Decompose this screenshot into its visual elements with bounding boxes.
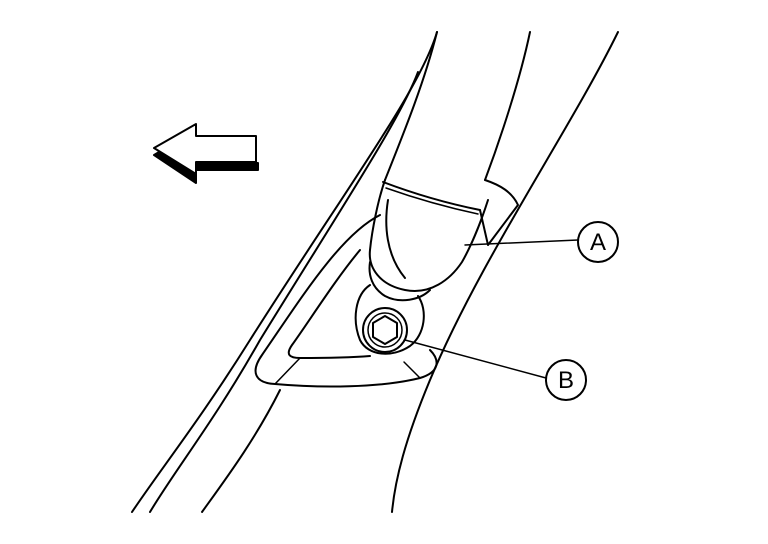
callout-a-circle: [577, 221, 619, 263]
anchor-bezel: [254, 214, 438, 388]
arrow-face: [153, 123, 257, 175]
callout-a-label: A: [590, 229, 606, 256]
bezel-inner: [287, 249, 371, 359]
webbing-side: [479, 179, 519, 246]
callout-b-label: B: [558, 367, 574, 394]
anchor-plate-outline: [354, 284, 425, 355]
pillar-edge-outer: [131, 31, 438, 513]
belt-webbing-right-edge: [484, 31, 531, 181]
pillar-edge-inner: [149, 71, 419, 513]
belt-webbing-left-edge: [384, 31, 438, 181]
pillar-trim: [131, 31, 619, 513]
callout-b-leader: [404, 339, 547, 379]
hex-bolt-icon: [372, 315, 398, 345]
webbing-band-bottom: [385, 187, 479, 215]
arrow-left-icon: [153, 123, 259, 184]
callout-b-circle: [545, 359, 587, 401]
bolt-head-ring: [367, 312, 403, 348]
pillar-lower-line: [201, 389, 281, 513]
webbing-fold: [385, 199, 406, 279]
anchor-neck: [368, 261, 431, 302]
bezel-corner-line-2: [403, 361, 421, 379]
webbing-loop: [368, 179, 489, 292]
belt-webbing: [368, 179, 519, 302]
callout-a-leader: [464, 239, 579, 246]
webbing-band-top: [382, 181, 481, 211]
bolt-washer: [362, 307, 408, 353]
bezel-corner-line: [274, 357, 301, 385]
pillar-edge-right: [391, 31, 619, 513]
anchor-plate: [354, 284, 425, 355]
callout-b: B: [404, 339, 587, 401]
callout-a: A: [464, 221, 619, 263]
